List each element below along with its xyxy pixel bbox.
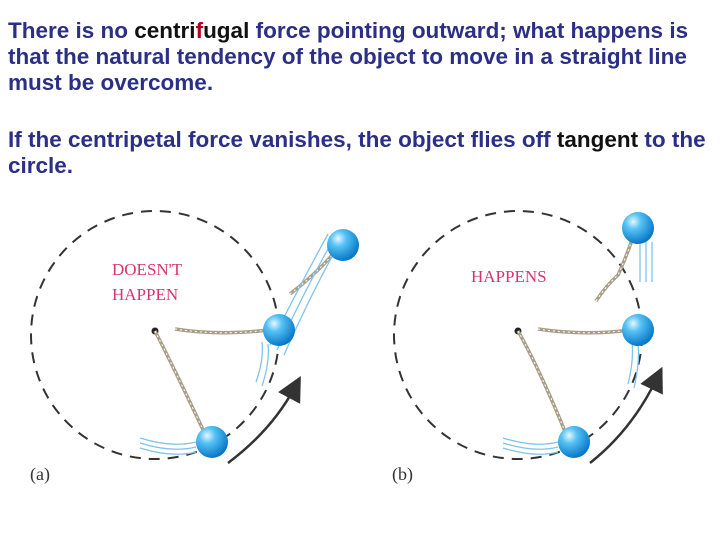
paragraph2-before: If the centripetal force vanishes, the o… — [8, 127, 557, 152]
ball-a-bottom — [196, 426, 228, 458]
panel-label-b: (b) — [392, 464, 413, 485]
caption-a-line1: DOESN'T — [112, 260, 183, 279]
keyword-centri: centri — [134, 18, 195, 43]
string-a-3 — [290, 252, 335, 294]
ball-b-right — [622, 314, 654, 346]
keyword-f: f — [196, 18, 204, 43]
string-b-3 — [596, 240, 632, 301]
string-a-2 — [175, 329, 268, 333]
paragraph-tangent: If the centripetal force vanishes, the o… — [8, 127, 713, 179]
direction-arrow-b — [590, 378, 657, 463]
panel-a: DOESN'T HAPPEN (a) — [30, 211, 359, 485]
ball-a-right — [263, 314, 295, 346]
caption-a-line2: HAPPEN — [112, 285, 178, 304]
keyword-tangent: tangent — [557, 127, 638, 152]
keyword-ugal: ugal — [203, 18, 249, 43]
orbit-circle-a — [31, 211, 279, 459]
ball-b-bottom — [558, 426, 590, 458]
ball-b-top — [622, 212, 654, 244]
orbit-circle-b — [394, 211, 642, 459]
panel-b: HAPPENS (b) — [392, 211, 657, 485]
paragraph1-before: There is no — [8, 18, 134, 43]
paragraph-centrifugal: There is no centrifugal force pointing o… — [8, 18, 713, 96]
ball-a-topright — [327, 229, 359, 261]
panel-label-a: (a) — [30, 464, 50, 485]
string-b-2 — [538, 329, 630, 333]
circular-motion-figure: DOESN'T HAPPEN (a) HAPPENS (b) — [0, 190, 720, 530]
string-a-1 — [155, 331, 205, 434]
caption-b: HAPPENS — [471, 267, 547, 286]
string-b-1 — [518, 331, 566, 434]
